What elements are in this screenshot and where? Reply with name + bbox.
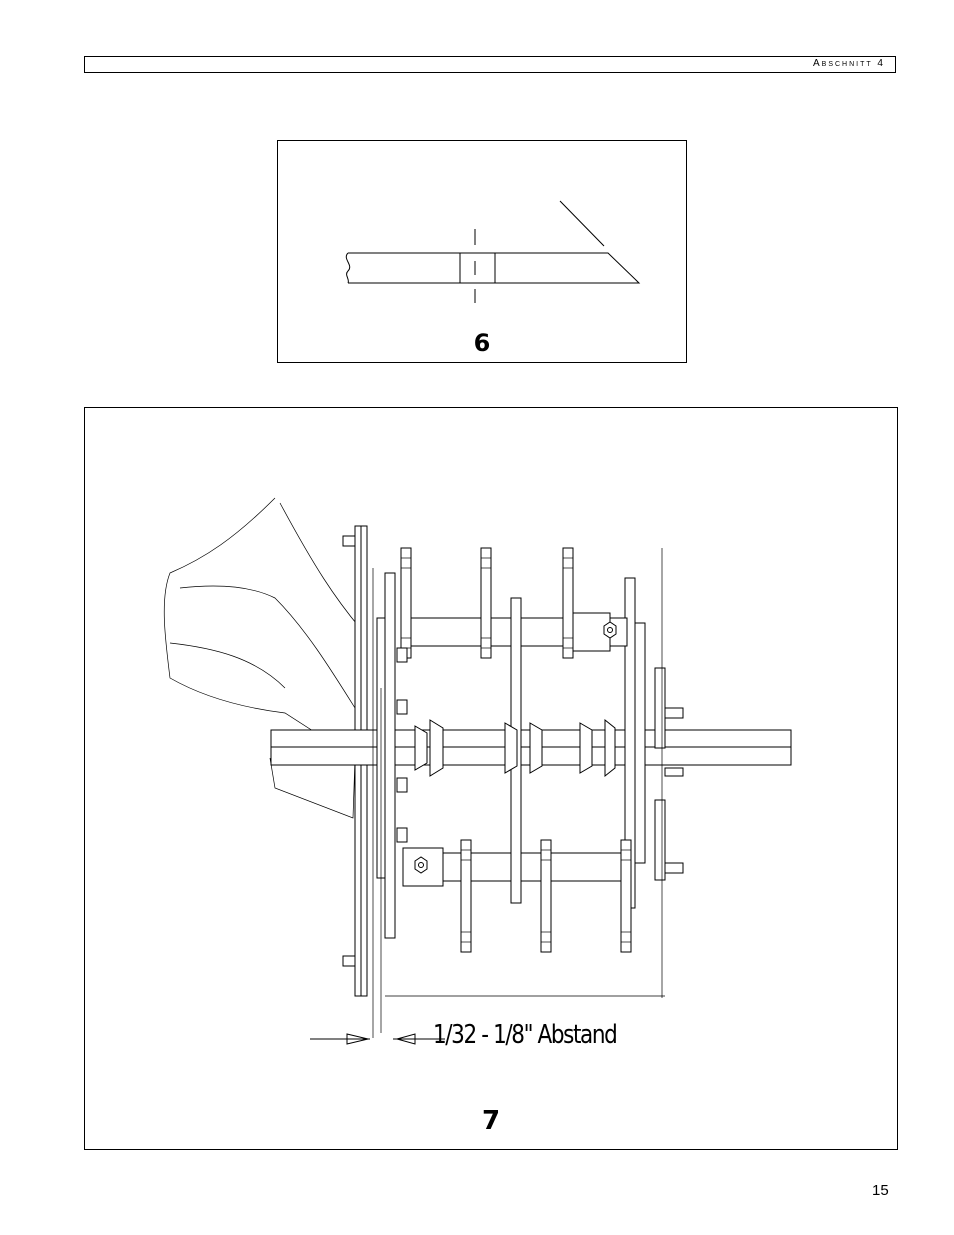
gap-dimension-label: 1/32 - 1/8" Abstand bbox=[433, 1020, 616, 1050]
figure-6-drawing bbox=[278, 141, 685, 361]
page-number: 15 bbox=[872, 1182, 889, 1199]
figure-6-number: 6 bbox=[278, 329, 686, 357]
header-bar: Abschnitt 4 bbox=[84, 56, 896, 73]
figure-7: 1/32 - 1/8" Abstand 7 bbox=[84, 407, 898, 1150]
section-label: Abschnitt 4 bbox=[813, 58, 885, 69]
figure-7-number: 7 bbox=[85, 1106, 897, 1136]
figure-6: 6 bbox=[277, 140, 687, 363]
